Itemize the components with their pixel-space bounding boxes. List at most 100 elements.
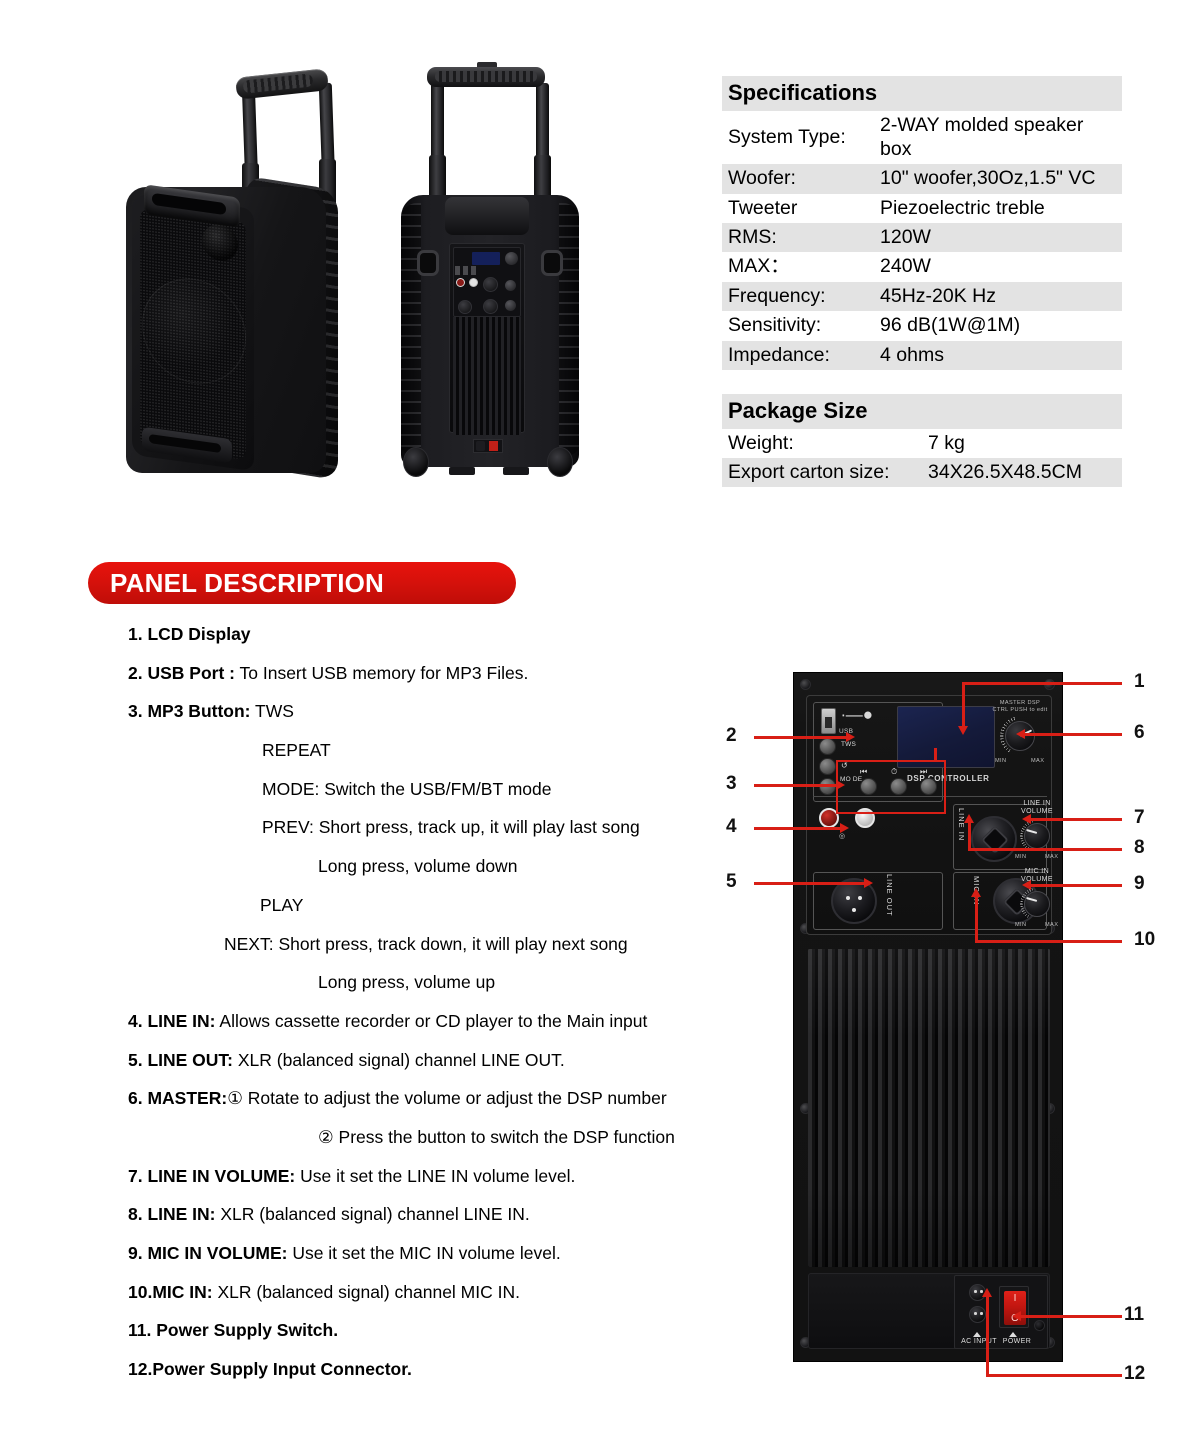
description-line-label: 4. LINE IN: bbox=[128, 1010, 216, 1031]
table-row-value: Piezoelectric treble bbox=[874, 193, 1122, 223]
panel-screw-top-right bbox=[1044, 679, 1055, 690]
description-line-text: MODE: Switch the USB/FM/BT mode bbox=[262, 778, 552, 799]
description-line-label: 11. Power Supply Switch. bbox=[128, 1320, 339, 1341]
description-line-text: XLR (balanced signal) channel LINE OUT. bbox=[233, 1049, 565, 1070]
foot-right bbox=[503, 467, 529, 475]
callout-1-line bbox=[962, 682, 1122, 685]
table-row-key: Woofer: bbox=[722, 164, 874, 194]
rear-ac-input bbox=[476, 441, 485, 451]
tws-button[interactable] bbox=[819, 738, 836, 755]
line-in-volume-knob-group[interactable]: LINE IN VOLUME MIN MAX bbox=[1013, 800, 1061, 866]
table-row-value: 4 ohms bbox=[874, 340, 1122, 370]
play-button[interactable] bbox=[890, 778, 907, 795]
repeat-button[interactable] bbox=[819, 758, 836, 775]
tws-label: TWS bbox=[841, 741, 857, 748]
xlr-pin-1 bbox=[846, 896, 850, 900]
table-row: Sensitivity:96 dB(1W@1M) bbox=[722, 311, 1122, 341]
rca-line-in-icon: ◎ bbox=[839, 833, 846, 840]
fuse-holder bbox=[1034, 1320, 1045, 1331]
mode-label: MO DE bbox=[840, 776, 863, 783]
table-row: Export carton size:34X26.5X48.5CM bbox=[722, 457, 1122, 488]
callout-12-arrow bbox=[982, 1288, 992, 1297]
mode-button[interactable] bbox=[819, 778, 836, 795]
mic-in-volume-knob[interactable] bbox=[1024, 891, 1050, 917]
power-supply-switch[interactable]: I O bbox=[999, 1286, 1029, 1328]
table-row-key: Tweeter bbox=[722, 193, 874, 223]
line-in-volume-title2: VOLUME bbox=[1021, 808, 1053, 815]
callout-7-number: 7 bbox=[1134, 807, 1145, 828]
description-line-label: 5. LINE OUT: bbox=[128, 1049, 234, 1070]
description-line-label: 1. LCD Display bbox=[128, 624, 251, 644]
lcd-display bbox=[897, 706, 995, 768]
rear-side-grip-right bbox=[541, 250, 563, 276]
description-line-text: XLR (balanced signal) channel MIC IN. bbox=[212, 1281, 520, 1302]
callout-2-number: 2 bbox=[726, 725, 737, 746]
rear-side-grip-left bbox=[417, 250, 439, 276]
callout-6-line bbox=[1024, 733, 1122, 736]
mic-in-knob-min-label: MIN bbox=[1015, 922, 1027, 928]
description-line: 6. MASTER:① Rotate to adjust the volume … bbox=[128, 1090, 728, 1108]
table-row-value: 45Hz-20K Hz bbox=[874, 281, 1122, 312]
table-title: Package Size bbox=[722, 394, 1122, 429]
callout-10-line bbox=[975, 940, 1122, 943]
panel-divider-upper bbox=[813, 796, 1047, 797]
heatsink-sheen bbox=[808, 949, 1050, 1267]
table-row: MAX：240W bbox=[722, 252, 1122, 282]
callout-8-number: 8 bbox=[1134, 837, 1145, 858]
description-line-text: PREV: Short press, track up, it will pla… bbox=[262, 817, 640, 838]
mic-in-volume-knob-group[interactable]: MIC IN VOLUME MIN MAX bbox=[1013, 868, 1061, 934]
description-line: 5. LINE OUT: XLR (balanced signal) chann… bbox=[128, 1049, 728, 1070]
prev-button[interactable] bbox=[860, 778, 877, 795]
rear-amp-rca-white bbox=[469, 278, 478, 287]
next-button[interactable] bbox=[920, 778, 937, 795]
usb-port[interactable] bbox=[821, 708, 836, 734]
table-row: RMS:120W bbox=[722, 223, 1122, 253]
description-line-text: ① Rotate to adjust the volume or adjust … bbox=[227, 1088, 667, 1109]
description-line-text: TWS bbox=[250, 701, 294, 722]
callout-2-line bbox=[754, 736, 848, 739]
ac-input-socket-bottom[interactable] bbox=[969, 1306, 986, 1323]
rear-amp-mic-volume-knob bbox=[505, 300, 516, 311]
description-line: 8. LINE IN: XLR (balanced signal) channe… bbox=[128, 1206, 728, 1224]
callout-4-arrow bbox=[840, 823, 849, 833]
rear-top-carry-handle bbox=[445, 197, 529, 235]
line-in-combo-jack[interactable] bbox=[971, 816, 1017, 862]
master-knob-min-label: MIN bbox=[995, 758, 1007, 764]
usb-icon: ∙—● bbox=[841, 705, 873, 724]
callout-3-highlight-box bbox=[836, 760, 946, 814]
rear-heatsink-fins bbox=[453, 317, 521, 435]
callout-11-arrow bbox=[1012, 1311, 1021, 1321]
table-title-row: Package Size bbox=[722, 394, 1122, 429]
ac-input-marker-icon bbox=[973, 1332, 981, 1337]
panel-description-banner: PANEL DESCRIPTION bbox=[88, 562, 516, 604]
description-line: Long press, volume down bbox=[128, 857, 728, 876]
rear-cabinet-side-left bbox=[401, 203, 421, 455]
foot-left bbox=[449, 467, 475, 475]
table-row: System Type:2-WAY molded speaker box bbox=[722, 110, 1122, 165]
table-row: Weight:7 kg bbox=[722, 428, 1122, 458]
description-line: NEXT: Short press, track down, it will p… bbox=[128, 935, 728, 954]
wheel-left bbox=[403, 447, 429, 477]
description-line: 1. LCD Display bbox=[128, 624, 728, 644]
table-row-key: Export carton size: bbox=[722, 457, 922, 488]
power-marker-icon bbox=[1009, 1332, 1017, 1337]
description-line-label: 6. MASTER: bbox=[128, 1088, 228, 1109]
callout-5-line bbox=[754, 882, 866, 885]
table-row-key: Impedance: bbox=[722, 340, 874, 370]
callout-10-vline bbox=[975, 896, 978, 942]
line-in-volume-knob[interactable] bbox=[1024, 823, 1050, 849]
description-line-text: REPEAT bbox=[262, 740, 331, 761]
panel-description-title: PANEL DESCRIPTION bbox=[110, 568, 385, 598]
callout-9-arrow bbox=[1022, 880, 1031, 890]
description-line-text: ② Press the button to switch the DSP fun… bbox=[318, 1126, 675, 1147]
master-dsp-subtitle: CTRL PUSH to edit bbox=[992, 707, 1048, 713]
rear-cabinet-side-right bbox=[559, 203, 579, 455]
rear-amp-mic-in-jack bbox=[483, 299, 498, 314]
table-row-value: 34X26.5X48.5CM bbox=[922, 457, 1122, 488]
description-line-label: 8. LINE IN: bbox=[128, 1204, 216, 1225]
description-line: Long press, volume up bbox=[128, 973, 728, 992]
